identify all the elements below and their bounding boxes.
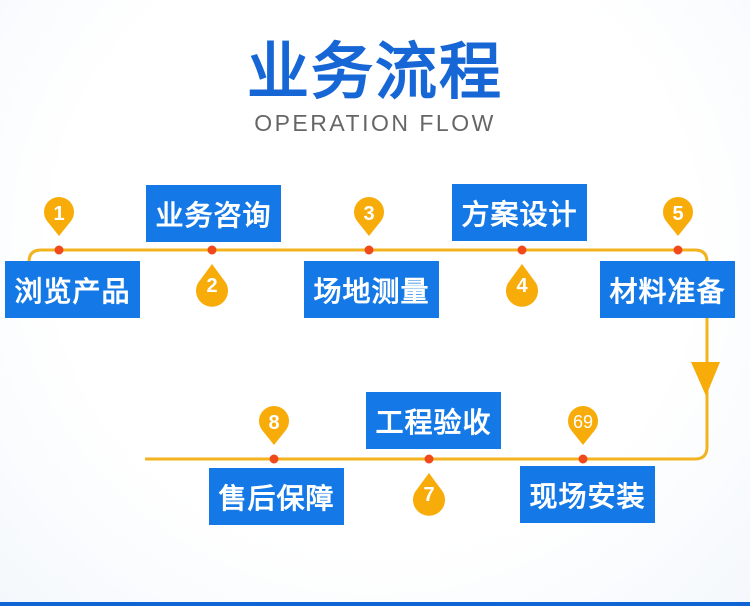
step-box-site-survey: 场地测量 [304,261,439,318]
bottom-bar [0,602,750,606]
step-dot-8 [269,454,279,464]
pin-icon-5 [663,197,693,236]
step-marker-7: 7 [423,484,435,506]
step-dot-7 [424,454,434,464]
step-box-browse-products: 浏览产品 [5,261,140,318]
step-dot-6 [578,454,588,464]
pin-icon-1 [44,197,74,236]
step-dot-3 [364,245,374,255]
step-marker-1: 1 [53,203,65,225]
step-dot-5 [673,245,683,255]
step-marker-2: 2 [206,275,218,297]
pin-icon-6 [568,406,598,445]
step-marker-6: 69 [572,412,594,432]
step-marker-5: 5 [672,203,684,225]
step-dot-2 [207,245,217,255]
step-box-solution-design: 方案设计 [452,184,587,241]
drop-icon-7 [413,473,445,516]
step-box-project-acceptance: 工程验收 [366,392,501,449]
page-subtitle: OPERATION FLOW [254,110,496,136]
pin-icon-3 [354,197,385,236]
step-marker-8: 8 [268,412,280,434]
drop-icon-4 [506,264,538,307]
step-marker-4: 4 [516,275,528,297]
step-box-material-preparation: 材料准备 [600,261,735,318]
step-box-onsite-installation: 现场安装 [520,466,655,523]
step-dot-1 [54,245,64,255]
pin-icon-8 [258,406,289,445]
step-box-business-consulting: 业务咨询 [146,185,281,242]
page-title: 业务流程 [246,35,503,108]
flow-path [27,248,709,461]
step-marker-3: 3 [363,203,375,225]
step-box-after-sales: 售后保障 [209,468,344,525]
drop-icon-2 [195,264,228,307]
step-dot-4 [517,245,527,255]
arrow-down-icon [691,362,720,396]
